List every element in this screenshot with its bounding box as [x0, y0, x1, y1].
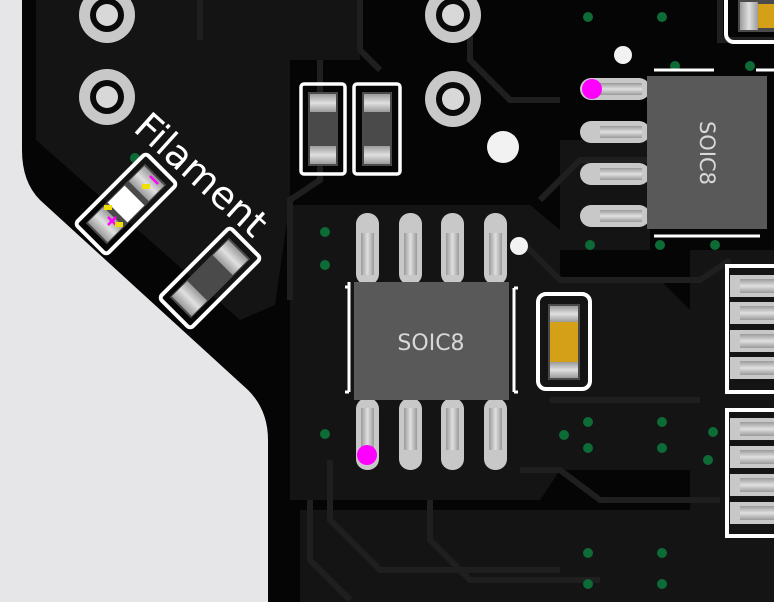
resistor-r1: [299, 82, 347, 176]
connector-upper: [725, 264, 774, 394]
chip-label-main: SOIC8: [397, 331, 464, 356]
top-right-component: [724, 0, 774, 44]
vias: [130, 12, 755, 589]
drill-hole: [487, 131, 519, 163]
pin1-marker: [357, 445, 377, 465]
resistor-filament: [158, 226, 262, 330]
pin1-marker: [582, 79, 602, 99]
drill-hole: [614, 46, 632, 64]
connector-lower: [725, 408, 774, 538]
resistor-r2: [352, 82, 402, 176]
soic8-main-chip: SOIC8: [345, 213, 518, 470]
chip-label-side: SOIC8: [695, 121, 719, 185]
led-filament: [74, 152, 178, 256]
soic8-side-chip: SOIC8: [580, 68, 767, 238]
led-yellow-marks: [104, 184, 150, 227]
through-hole-pads: [79, 0, 481, 127]
drill-hole: [510, 237, 528, 255]
led-markers: [107, 175, 159, 226]
tantalum-capacitor: [536, 292, 592, 391]
